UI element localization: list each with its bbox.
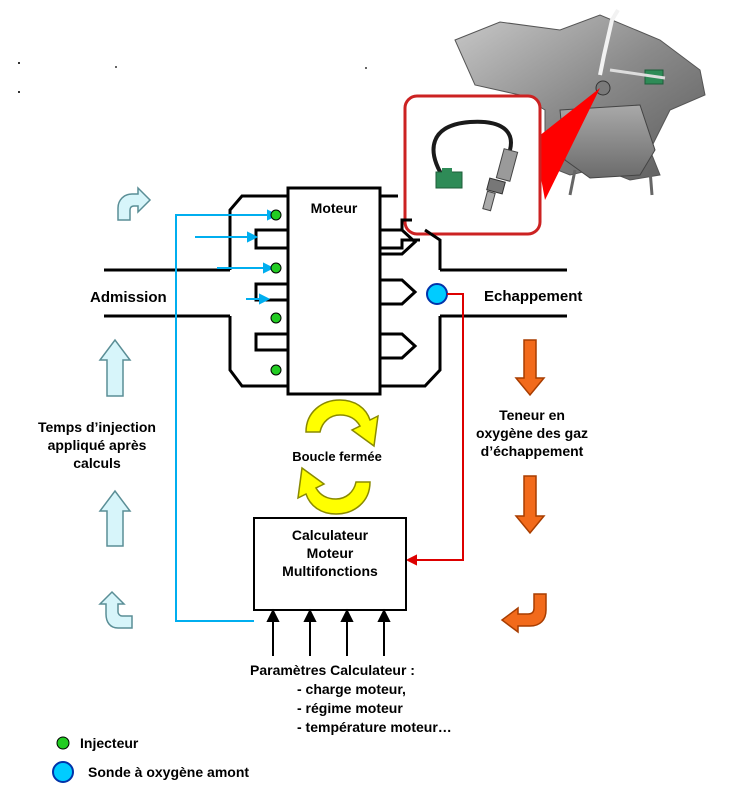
injectors (270, 209, 282, 376)
closed-loop-arrows (297, 399, 379, 515)
svg-text:Temps d’injection: Temps d’injection (38, 419, 156, 435)
oxygen-sensor-photo (403, 94, 542, 236)
svg-text:Moteur: Moteur (307, 545, 354, 561)
svg-text:d’échappement: d’échappement (481, 443, 584, 459)
legend-sensor-swatch (52, 761, 74, 783)
intake-curve-arrow-top (117, 186, 152, 221)
exhaust-manifold (380, 194, 442, 388)
loop-arrow-top (305, 399, 379, 448)
sensor-signal-line (405, 293, 464, 566)
intake-manifold (228, 194, 288, 388)
intake-arrow-up-1 (98, 338, 132, 397)
legend-sensor-label: Sonde à oxygène amont (88, 764, 249, 780)
ecu-parameter-item: - température moteur… (297, 719, 452, 735)
svg-text:calculs: calculs (73, 455, 121, 471)
injector-3 (270, 312, 282, 324)
exhaust-label: Echappement (484, 288, 582, 305)
injection-time-label: Temps d’injection appliqué après calculs (38, 419, 156, 471)
ecu-parameter-item: - charge moteur, (297, 681, 406, 697)
svg-text:appliqué après: appliqué après (48, 437, 147, 453)
exhaust-arrow-down-1 (514, 339, 546, 397)
oxygen-sensor (426, 283, 448, 305)
svg-text:Teneur en: Teneur en (499, 407, 565, 423)
parameter-input-arrows (266, 608, 391, 656)
intake-label: Admission (90, 289, 167, 306)
svg-text:Calculateur: Calculateur (292, 527, 369, 543)
ecu-label: Calculateur Moteur Multifonctions (282, 527, 378, 579)
intake-flow-arrows (98, 186, 152, 629)
exhaust-arrow-down-2 (514, 475, 546, 535)
svg-text:oxygène des gaz: oxygène des gaz (476, 425, 588, 441)
ecu-parameters-title: Paramètres Calculateur : (250, 662, 415, 678)
callout-pointer (534, 88, 600, 200)
injector-4 (270, 364, 282, 376)
intake-pipe (104, 268, 230, 318)
legend-injector-swatch (56, 736, 70, 750)
ecu-parameters: Paramètres Calculateur : - charge moteur… (250, 662, 452, 735)
engine-label: Moteur (311, 200, 358, 216)
intake-curve-arrow-bottom (98, 590, 133, 629)
injector-2 (270, 262, 282, 274)
exhaust-flow-arrows (500, 339, 547, 634)
legend-injector-label: Injecteur (80, 735, 139, 751)
svg-text:Multifonctions: Multifonctions (282, 563, 378, 579)
intake-arrow-up-2 (98, 489, 132, 547)
ecu-box (253, 517, 407, 611)
closed-loop-label: Boucle fermée (292, 449, 382, 464)
injection-arrows (195, 231, 275, 305)
stray-marks (18, 62, 367, 93)
loop-arrow-bottom (297, 466, 371, 515)
oxygen-content-label: Teneur en oxygène des gaz d’échappement (476, 407, 588, 459)
exhaust-curve-arrow (500, 593, 547, 634)
exhaust-manifold-photo (454, 8, 706, 196)
ecu-parameter-item: - régime moteur (297, 700, 403, 716)
engine-block (286, 186, 382, 396)
injector-1 (270, 209, 282, 221)
legend: Injecteur Sonde à oxygène amont (52, 735, 249, 783)
exhaust-pipe (440, 268, 567, 318)
